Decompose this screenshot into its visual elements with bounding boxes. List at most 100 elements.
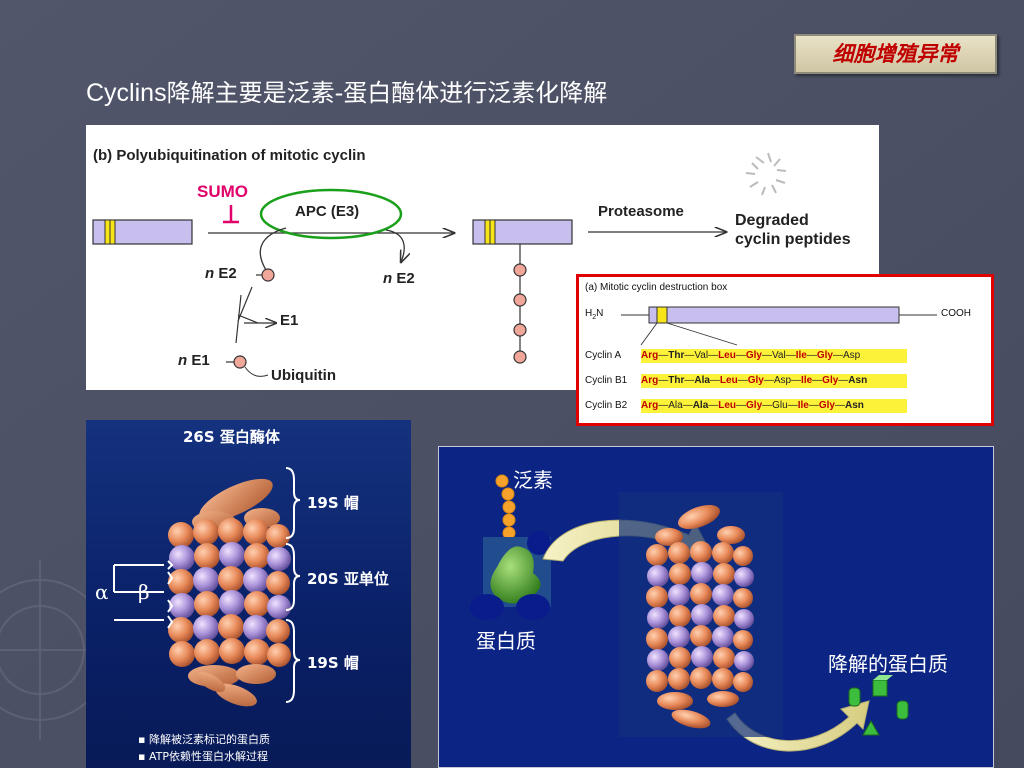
apc-highlight-ring [259,188,403,240]
amino-acid-residue: Ile [801,375,813,386]
destruction-box-diagram [621,306,937,346]
slide-title-zh: 降解主要是泛素-蛋白酶体进行泛素化降解 [166,79,608,107]
residue-dash: — [834,400,845,411]
section-braces [285,467,301,703]
amino-acid-residue: Arg [641,400,659,411]
degraded-peptides-icon [745,152,787,196]
proteasome-column-icon [646,504,754,729]
residue-dash: — [761,350,772,361]
bullet-text: ATP依赖性蛋白水解过程 [148,750,268,763]
residue-dash: — [735,350,746,361]
proteasome-cylinder-icon [168,478,291,707]
core-20s-label: 20S 亚单位 [307,570,389,588]
amino-acid-residue: Gly [822,375,839,386]
amino-acid-residue: Thr [668,350,685,361]
amino-acid-residue: Thr [668,375,685,386]
ubiquitin-label: Ubiquitin [271,367,336,384]
residue-dash: — [684,350,695,361]
degraded-label-line1: Degraded [735,212,809,229]
polyubiquitin-chain [513,244,527,364]
amino-acid-residue: Ile [795,350,807,361]
proteasome-structure-diagram [113,467,301,707]
amino-acid-residue: Asn [844,400,864,411]
residue-dash: — [709,375,720,386]
degraded-fragments-icon [848,675,909,736]
amino-acid-residue: Asp [842,350,861,361]
ne2-right-label: n E2 [383,270,415,287]
residue-dash: — [684,375,695,386]
residue-dash: — [808,400,819,411]
bullet-item: ▪ 降解被泛素标记的蛋白质 [138,733,270,746]
amino-acid-residue: Val [694,350,709,361]
amino-acid-residue: Leu [719,375,738,386]
residue-dash: — [763,375,774,386]
residue-dash: — [762,400,773,411]
corner-tag: 细胞增殖异常 [794,34,997,74]
sumo-label: SUMO [197,182,248,201]
zoom-line-right [666,322,738,346]
ne2-right-n: n [383,270,393,287]
cyclin-bar-left [92,219,193,245]
residue-dash: — [736,400,747,411]
degradation-diagram [470,474,909,752]
residue-dash: — [658,375,669,386]
cap-19s-bottom-label: 19S 帽 [307,654,359,672]
amino-acid-residue: Asp [773,375,792,386]
cyclin-b1-sequence: Arg—Thr—Ala—Leu—Gly—Asp—Ile—Gly—Asn [641,374,907,388]
amino-acid-residue: Val [771,350,786,361]
residue-dash: — [658,350,669,361]
residue-dash: — [787,400,798,411]
ne2-right-text: E2 [396,270,415,287]
polyubiquitination-diagram [92,152,787,377]
panel-a-heading: (a) Mitotic cyclin destruction box [585,282,728,293]
proteasome-label: Proteasome [598,203,684,220]
residue-dash: — [682,400,693,411]
proteasome-26s-title: 26S 蛋白酶体 [183,428,280,446]
e1-ubiquitin-bead [226,355,269,377]
bullet-text: 降解被泛素标记的蛋白质 [148,733,270,746]
sumo-inhibition-symbol [223,205,239,224]
ne1-text: E1 [191,352,210,369]
apc-e3-label: APC (E3) [295,203,360,220]
subunit-pointers [113,560,174,629]
amino-acid-residue: Asn [848,375,868,386]
amino-acid-residue: Ala [668,400,683,411]
target-protein-icon [470,531,551,620]
cyclin-bar-right [472,219,573,245]
figure-destruction-box: (a) Mitotic cyclin destruction box H2N C… [576,274,994,426]
residue-dash: — [791,375,802,386]
zoom-line-left [640,322,658,346]
bullet-item: ▪ ATP依赖性蛋白水解过程 [138,750,268,763]
figure-degradation-process: 泛素 蛋白质 降解的蛋白质 [438,446,994,768]
residue-dash: — [658,400,669,411]
amino-acid-residue: Ile [797,400,809,411]
e2-ubiquitin-bead [256,268,275,282]
beta-label: β [138,580,150,604]
cyclin-b2-sequence: Arg—Ala—Ala—Leu—Gly—Glu—Ile—Gly—Asn [641,399,907,413]
cyclin-row-label: Cyclin A [585,350,622,361]
degraded-label-line2: cyclin peptides [735,231,851,248]
residue-dash: — [812,375,823,386]
amino-acid-residue: Leu [718,400,737,411]
cyclin-row-label: Cyclin B1 [585,375,628,386]
residue-dash: — [737,375,748,386]
ubiquitin-cn-label: 泛素 [513,468,553,492]
ubiquitin-chain-icon [495,474,516,540]
residue-dash: — [708,350,719,361]
ne2-left-label: n E2 [205,265,237,282]
e1-label: E1 [280,312,299,329]
cap-19s-top-label: 19S 帽 [307,494,359,512]
e2-in-arrow [259,227,287,271]
residue-dash: — [785,350,796,361]
cyclin-row-label: Cyclin B2 [585,400,628,411]
amino-acid-residue: Gly [816,350,833,361]
cyclin-backbone-bar [648,306,900,324]
slide-title: Cyclins降解主要是泛素-蛋白酶体进行泛素化降解 [86,73,607,108]
ne2-left-n: n [205,265,215,282]
e1-cycle-arrows [235,286,259,344]
amino-acid-residue: Gly [745,350,762,361]
amino-acid-residue: Arg [641,375,659,386]
residue-dash: — [806,350,817,361]
protein-cn-label: 蛋白质 [476,629,536,653]
degraded-protein-cn-label: 降解的蛋白质 [828,652,948,676]
